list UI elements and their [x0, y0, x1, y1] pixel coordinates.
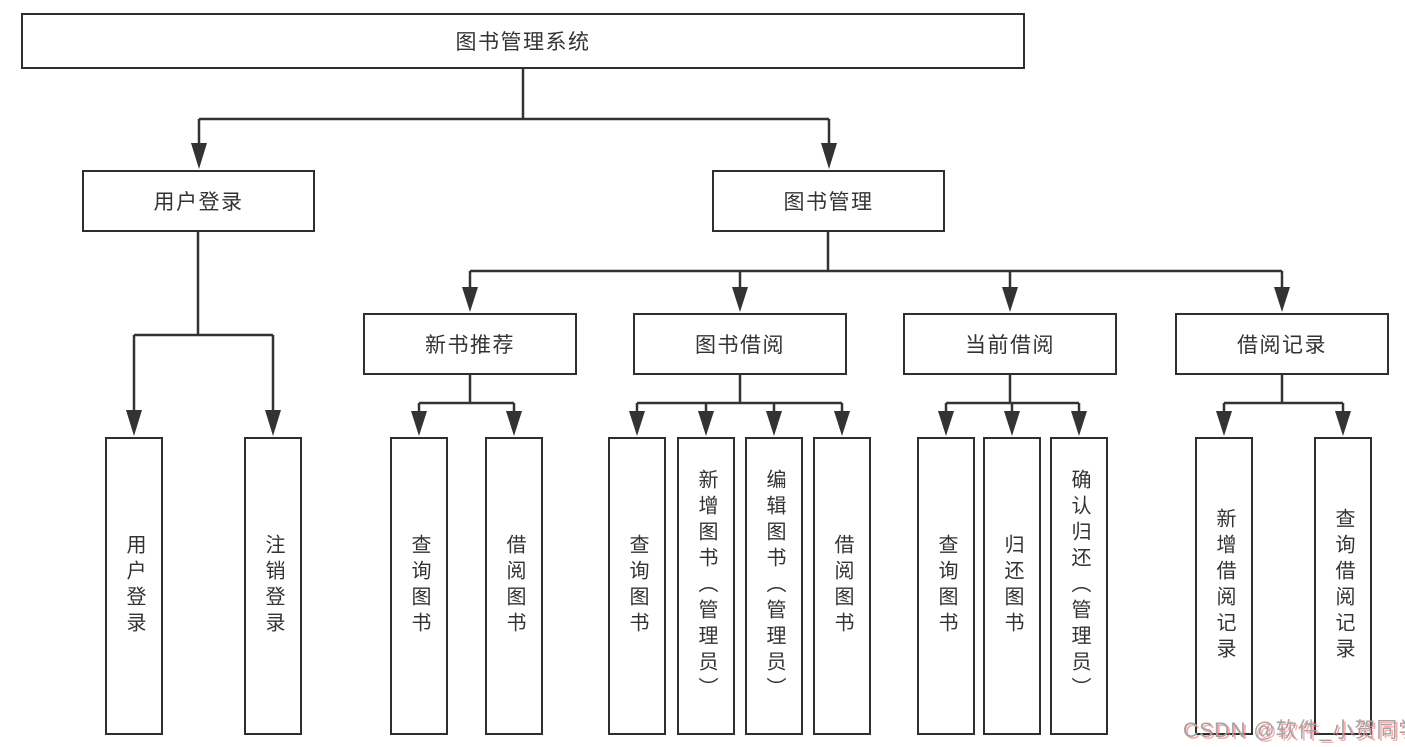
leaf-user-login: 用户登录: [105, 437, 163, 735]
leaf-label: 借阅图书: [503, 534, 525, 638]
leaf-label: 查询图书: [626, 534, 648, 638]
leaf-label: 新增借阅记录: [1213, 508, 1235, 664]
node-current-borrowing: 当前借阅: [903, 313, 1117, 375]
leaf-query-books-borrowing: 查询图书: [608, 437, 666, 735]
leaf-borrow-books: 借阅图书: [813, 437, 871, 735]
leaf-return-book: 归还图书: [983, 437, 1041, 735]
csdn-watermark: CSDN @软件_小贺同学: [1183, 719, 1405, 742]
node-label: 图书借阅: [695, 334, 785, 357]
leaf-label: 查询借阅记录: [1332, 508, 1354, 664]
node-label: 当前借阅: [965, 334, 1055, 357]
node-borrowing-records: 借阅记录: [1175, 313, 1389, 375]
node-library-management-system: 图书管理系统: [21, 13, 1025, 69]
node-label: 新书推荐: [425, 334, 515, 357]
node-new-book-recommendation: 新书推荐: [363, 313, 577, 375]
leaf-label: 确认归还（管理员）: [1068, 469, 1090, 703]
node-label: 借阅记录: [1237, 334, 1327, 357]
node-user-login: 用户登录: [82, 170, 315, 232]
node-book-management: 图书管理: [712, 170, 945, 232]
leaf-query-books-current: 查询图书: [917, 437, 975, 735]
node-label: 图书管理系统: [455, 31, 591, 54]
leaf-label: 借阅图书: [831, 534, 853, 638]
leaf-label: 用户登录: [123, 534, 145, 638]
node-label: 图书管理: [783, 191, 874, 214]
leaf-add-book-admin: 新增图书（管理员）: [677, 437, 735, 735]
node-label: 用户登录: [153, 191, 244, 214]
leaf-label: 编辑图书（管理员）: [763, 469, 785, 703]
leaf-label: 新增图书（管理员）: [695, 469, 717, 703]
leaf-confirm-return-admin: 确认归还（管理员）: [1050, 437, 1108, 735]
leaf-borrow-books-recommend: 借阅图书: [485, 437, 543, 735]
leaf-label: 查询图书: [408, 534, 430, 638]
leaf-label: 归还图书: [1001, 534, 1023, 638]
leaf-query-books-recommend: 查询图书: [390, 437, 448, 735]
leaf-label: 查询图书: [935, 534, 957, 638]
leaf-query-borrow-record: 查询借阅记录: [1314, 437, 1372, 735]
node-book-borrowing: 图书借阅: [633, 313, 847, 375]
leaf-logout: 注销登录: [244, 437, 302, 735]
leaf-label: 注销登录: [262, 534, 284, 638]
leaf-edit-book-admin: 编辑图书（管理员）: [745, 437, 803, 735]
leaf-add-borrow-record: 新增借阅记录: [1195, 437, 1253, 735]
